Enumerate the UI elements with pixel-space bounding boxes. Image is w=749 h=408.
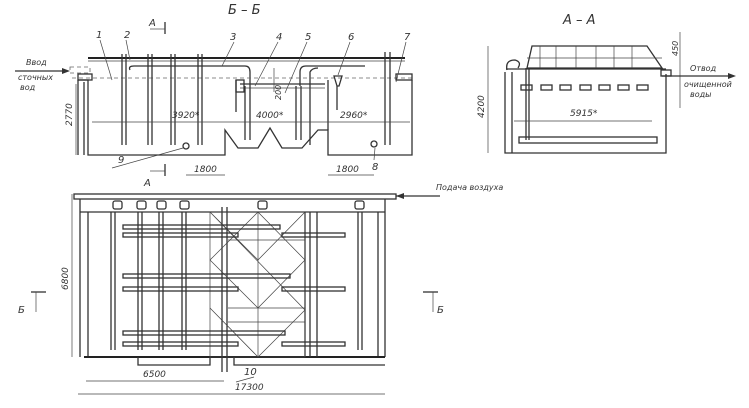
- callout-10: 10: [244, 367, 257, 378]
- callout-7: 7: [404, 32, 411, 43]
- plan-view: Подача воздуха: [18, 183, 503, 395]
- cut-mark-a-top: А: [148, 18, 156, 29]
- dim-6500: 6500: [143, 370, 166, 380]
- callouts-bb: 1 2 3 4 5 6 7 8 9: [96, 30, 411, 173]
- dim-6800: 6800: [61, 267, 71, 290]
- inlet-label-line1: Ввод: [26, 58, 47, 67]
- section-aa-title: А – А: [562, 13, 596, 28]
- callout-9: 9: [118, 155, 124, 166]
- section-bb-title: Б – Б: [228, 3, 261, 18]
- aerator-slots: [520, 84, 649, 91]
- dim-1800-right: 1800: [336, 165, 359, 175]
- callout-2: 2: [124, 30, 130, 41]
- cut-mark-a-bottom: А: [143, 178, 151, 189]
- dim-450: 450: [671, 41, 680, 56]
- outlet-label-line1: Отвод: [690, 64, 717, 73]
- hopper-grid: [209, 211, 306, 358]
- outlet-label-line3: воды: [690, 90, 711, 99]
- aeration-risers: [121, 52, 391, 145]
- outlet-label-line2: очищенной: [684, 80, 732, 89]
- inlet-label-line3: вод: [20, 83, 36, 92]
- inlet-label-line2: сточных: [18, 73, 53, 82]
- plan-risers: [110, 207, 363, 372]
- callout-8: 8: [372, 162, 378, 173]
- section-aa: А – А 4200 5915* 450 Отвод очищенной вод…: [477, 13, 736, 154]
- callout-6: 6: [348, 32, 354, 43]
- cut-mark-b-right: Б: [437, 305, 444, 316]
- callout-4: 4: [276, 32, 282, 43]
- callout-5: 5: [305, 32, 311, 43]
- callout-1: 1: [96, 30, 102, 41]
- cut-mark-b-left: Б: [18, 305, 25, 316]
- dim-5915: 5915*: [570, 109, 598, 119]
- dim-200: 200: [274, 85, 283, 100]
- dim-2960: 2960*: [340, 111, 368, 121]
- dim-3920: 3920*: [172, 111, 200, 121]
- dim-4200: 4200: [477, 95, 487, 118]
- dim-17300: 17300: [235, 383, 264, 393]
- air-supply-label: Подача воздуха: [436, 183, 503, 192]
- air-valves: [112, 200, 365, 210]
- dim-1800-left: 1800: [194, 165, 217, 175]
- callout-3: 3: [230, 32, 236, 43]
- dim-2770: 2770: [65, 103, 75, 126]
- section-bb: Б – Б: [15, 3, 413, 189]
- distribution-pipes: [122, 224, 346, 347]
- dim-4000: 4000*: [256, 111, 284, 121]
